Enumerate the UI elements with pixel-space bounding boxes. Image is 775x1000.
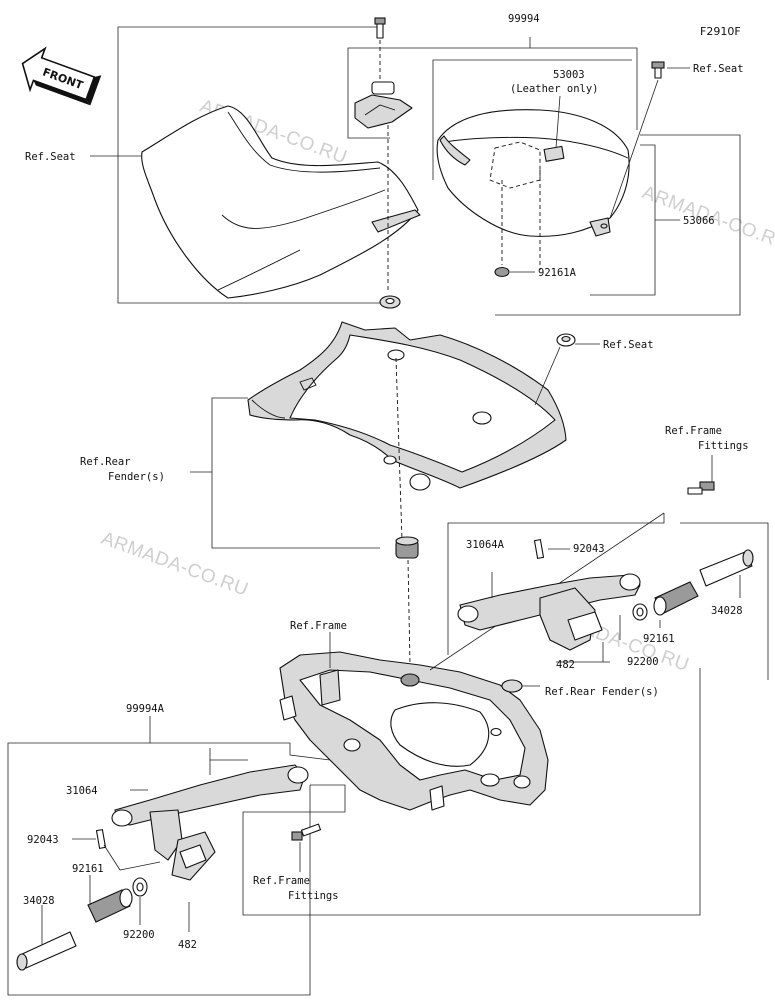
seat-bracket-left [117,26,380,304]
watermark-4: ARMADA-CO.RU [98,528,251,601]
pin-92043-right [533,539,545,559]
bracket-right-step [447,513,665,655]
label-ref-frame-fittings-bot-1: Ref.Frame [253,875,310,887]
label-482-bottom: 482 [178,939,197,951]
damper-ref-fender [501,679,523,693]
label-ref-rear-fender-left-2: Fender(s) [108,471,165,483]
label-92161-right: 92161 [643,633,675,645]
rear-fender [247,321,567,491]
label-ref-seat-top: Ref.Seat [693,63,744,75]
label-92161-left: 92161 [72,863,104,875]
bracket-99994 [347,37,531,139]
seat-hook [354,81,413,129]
bracket-left-step [7,735,311,996]
label-ref-frame: Ref.Frame [290,620,347,632]
label-482-top: 482 [556,659,575,671]
label-92043-top: 92043 [573,543,605,555]
rubber-92161-right [653,581,699,616]
label-34028-left: 34028 [23,895,55,907]
right-footrest-bracket [457,573,641,651]
rear-frame [279,651,549,811]
top-bolt-icon [374,17,386,39]
box-53066 [432,59,632,180]
label-92043-left: 92043 [27,834,59,846]
label-ref-seat-left: Ref.Seat [25,151,76,163]
front-arrow-icon: FRONT [21,46,102,106]
pillion-seat [436,109,630,237]
figure-code: F2910F [700,25,741,38]
fender-ref-bracket [211,397,380,549]
left-footrest-bracket [111,764,309,881]
label-ref-frame-fittings-top-2: Fittings [698,440,749,452]
label-leather-only: (Leather only) [510,83,599,95]
footpeg-34028-left [16,931,77,971]
label-92200-left: 92200 [123,929,155,941]
label-92161A: 92161A [538,267,577,279]
label-31064A: 31064A [466,539,505,551]
rubber-damper [395,536,419,559]
footpeg-34028-right [699,549,754,587]
ref-seat-bolt-icon [651,61,665,79]
label-99994: 99994 [508,13,540,25]
rider-seat [141,105,421,299]
frame-bolt-icon-top [687,481,715,495]
label-ref-frame-fittings-top-1: Ref.Frame [665,425,722,437]
label-ref-rear-fender-left-1: Ref.Rear [80,456,131,468]
label-ref-rear-fender-right: Ref.Rear Fender(s) [545,686,659,698]
label-99994A: 99994A [126,703,165,715]
label-92200-right: 92200 [627,656,659,668]
label-53066: 53066 [683,215,715,227]
label-ref-frame-fittings-bot-2: Fittings [288,890,339,902]
frame-bolt-icon-bottom [291,823,322,841]
grommet-92161A [494,266,510,278]
label-53003: 53003 [553,69,585,81]
label-ref-seat-mid: Ref.Seat [603,339,654,351]
rubber-92161-left [87,888,133,923]
label-31064: 31064 [66,785,98,797]
pin-92043-left [95,829,107,849]
label-34028-right: 34028 [711,605,743,617]
